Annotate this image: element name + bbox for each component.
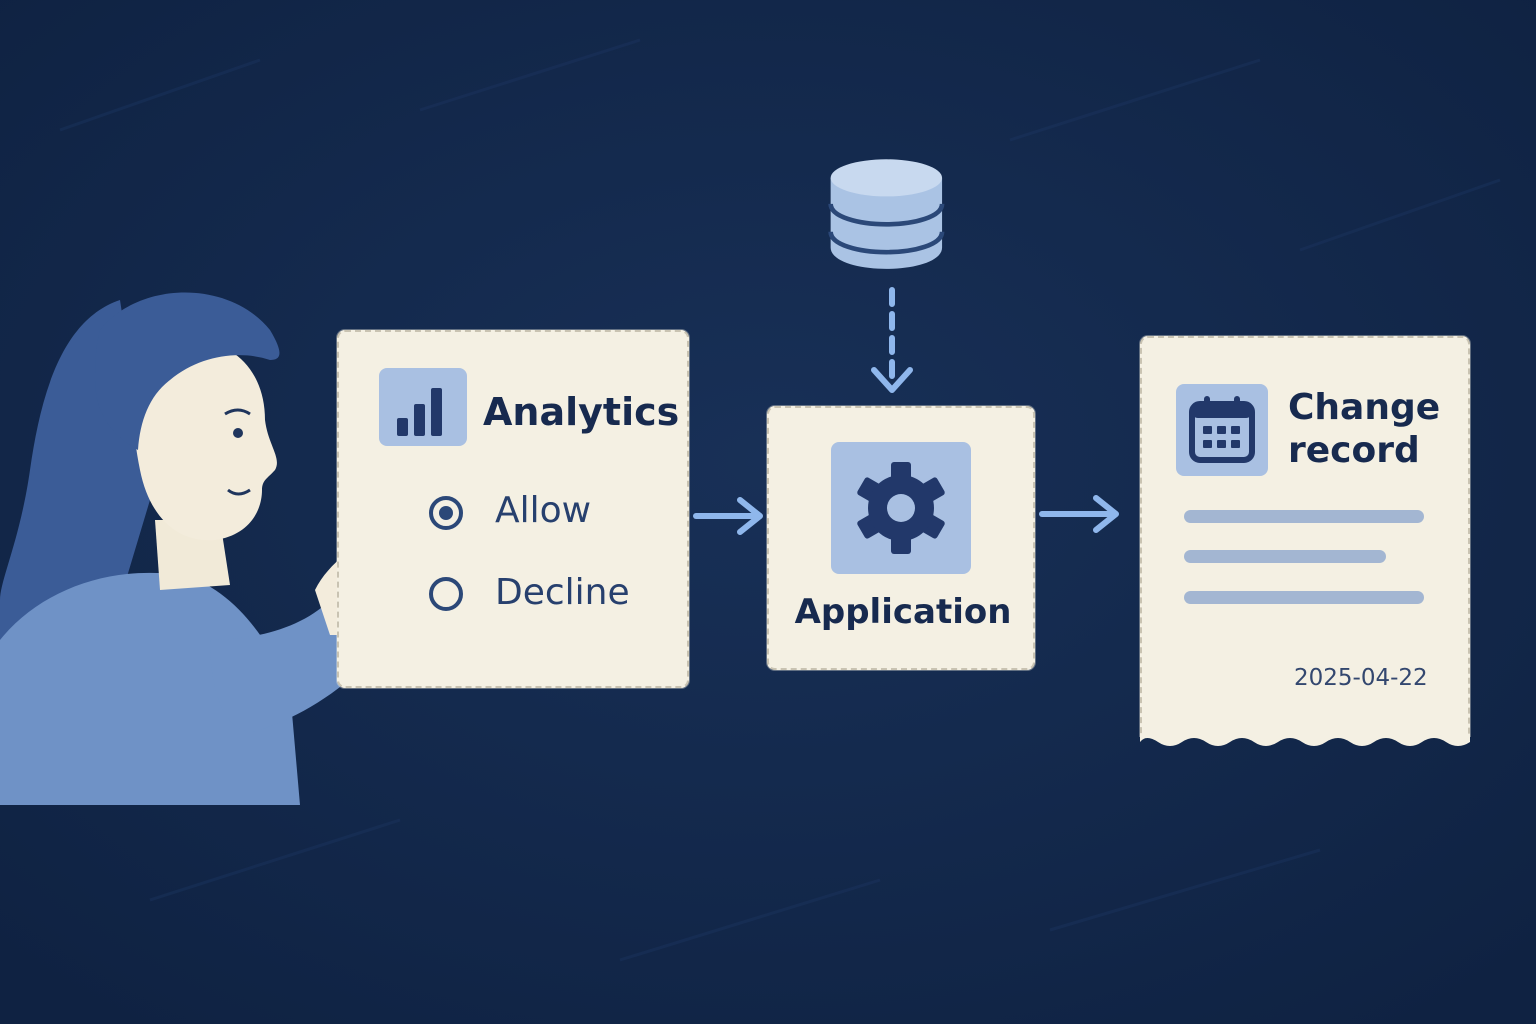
eye [233, 428, 243, 438]
ear [146, 418, 178, 462]
allow-label: Allow [495, 490, 592, 531]
record-line [1184, 510, 1424, 523]
application-label: Application [794, 592, 1012, 632]
database-icon [828, 159, 945, 269]
database-arrow [871, 287, 913, 393]
change-record-title: Change record [1288, 386, 1440, 472]
record-line [1184, 591, 1424, 604]
application-card: Application [767, 406, 1035, 670]
gear-tile [831, 442, 971, 574]
analytics-tile [379, 368, 467, 446]
calendar-icon [1189, 396, 1255, 463]
arrow-right-icon [693, 497, 763, 535]
arrow-right-icon [1039, 495, 1119, 533]
consent-card: Analytics Allow Decline [337, 330, 689, 688]
analytics-title: Analytics [483, 390, 680, 434]
decline-radio[interactable] [429, 577, 463, 611]
decline-label: Decline [495, 572, 630, 613]
allow-radio[interactable] [429, 496, 463, 530]
record-torn-edge [1140, 734, 1470, 746]
change-record-title-line2: record [1288, 430, 1420, 471]
record-date: 2025-04-22 [1294, 665, 1428, 691]
bar-chart-icon [397, 388, 442, 436]
smile [227, 488, 251, 496]
arm [210, 600, 365, 732]
eyebrow [224, 408, 251, 416]
gear-icon [857, 462, 945, 554]
change-record-title-line1: Change [1288, 387, 1441, 428]
sweater [0, 572, 300, 805]
record-line [1184, 550, 1386, 563]
hair-front [95, 292, 280, 450]
calendar-tile [1176, 384, 1268, 476]
face [133, 342, 277, 541]
change-record-card: Change record 2025-04-22 [1140, 336, 1470, 736]
